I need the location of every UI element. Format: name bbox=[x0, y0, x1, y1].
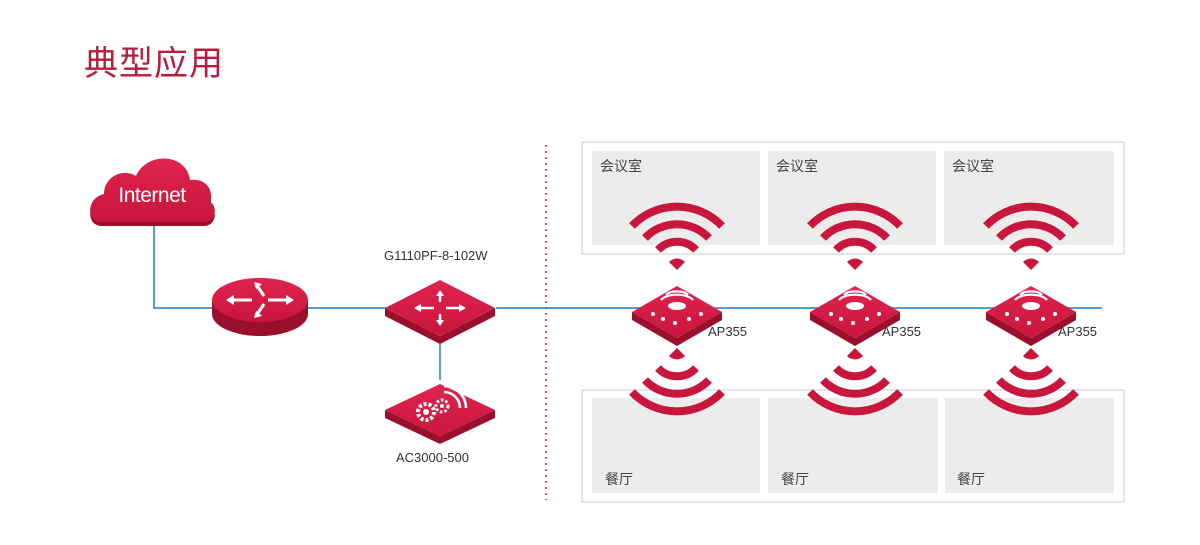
restaurant-label-1: 餐厅 bbox=[605, 472, 633, 488]
page-title: 典型应用 bbox=[84, 44, 224, 84]
gears-wifi-icon bbox=[416, 384, 468, 422]
switch-label: G1110PF-8-102W bbox=[384, 248, 488, 263]
ap-label-3: AP355 bbox=[1058, 324, 1097, 339]
router-arrows-icon bbox=[212, 278, 308, 336]
meeting-room-label-2: 会议室 bbox=[776, 158, 818, 175]
meeting-room-2 bbox=[768, 151, 936, 245]
meeting-room-zone: 会议室 会议室 会议室 bbox=[581, 141, 1125, 255]
switch-arrows-icon bbox=[414, 290, 466, 326]
internet-label: Internet bbox=[118, 184, 186, 207]
restaurant-label-2: 餐厅 bbox=[781, 472, 809, 488]
access-point-3: AP355 bbox=[986, 207, 1097, 412]
internet-cloud-icon: Internet bbox=[90, 158, 215, 226]
access-point-1: AP355 bbox=[632, 207, 747, 412]
switch-device: G1110PF-8-102W bbox=[384, 248, 495, 344]
meeting-room-1 bbox=[592, 151, 760, 245]
meeting-room-label-1: 会议室 bbox=[600, 158, 642, 175]
restaurant-label-3: 餐厅 bbox=[957, 472, 985, 488]
controller-label: AC3000-500 bbox=[396, 450, 469, 465]
meeting-room-label-3: 会议室 bbox=[952, 158, 994, 175]
access-point-2: AP355 bbox=[810, 207, 921, 412]
ap-label-2: AP355 bbox=[882, 324, 921, 339]
ap-label-1: AP355 bbox=[708, 324, 747, 339]
controller-device: AC3000-500 bbox=[385, 384, 495, 465]
restaurant-zone: 餐厅 餐厅 餐厅 bbox=[581, 389, 1125, 503]
meeting-room-3 bbox=[944, 151, 1114, 245]
